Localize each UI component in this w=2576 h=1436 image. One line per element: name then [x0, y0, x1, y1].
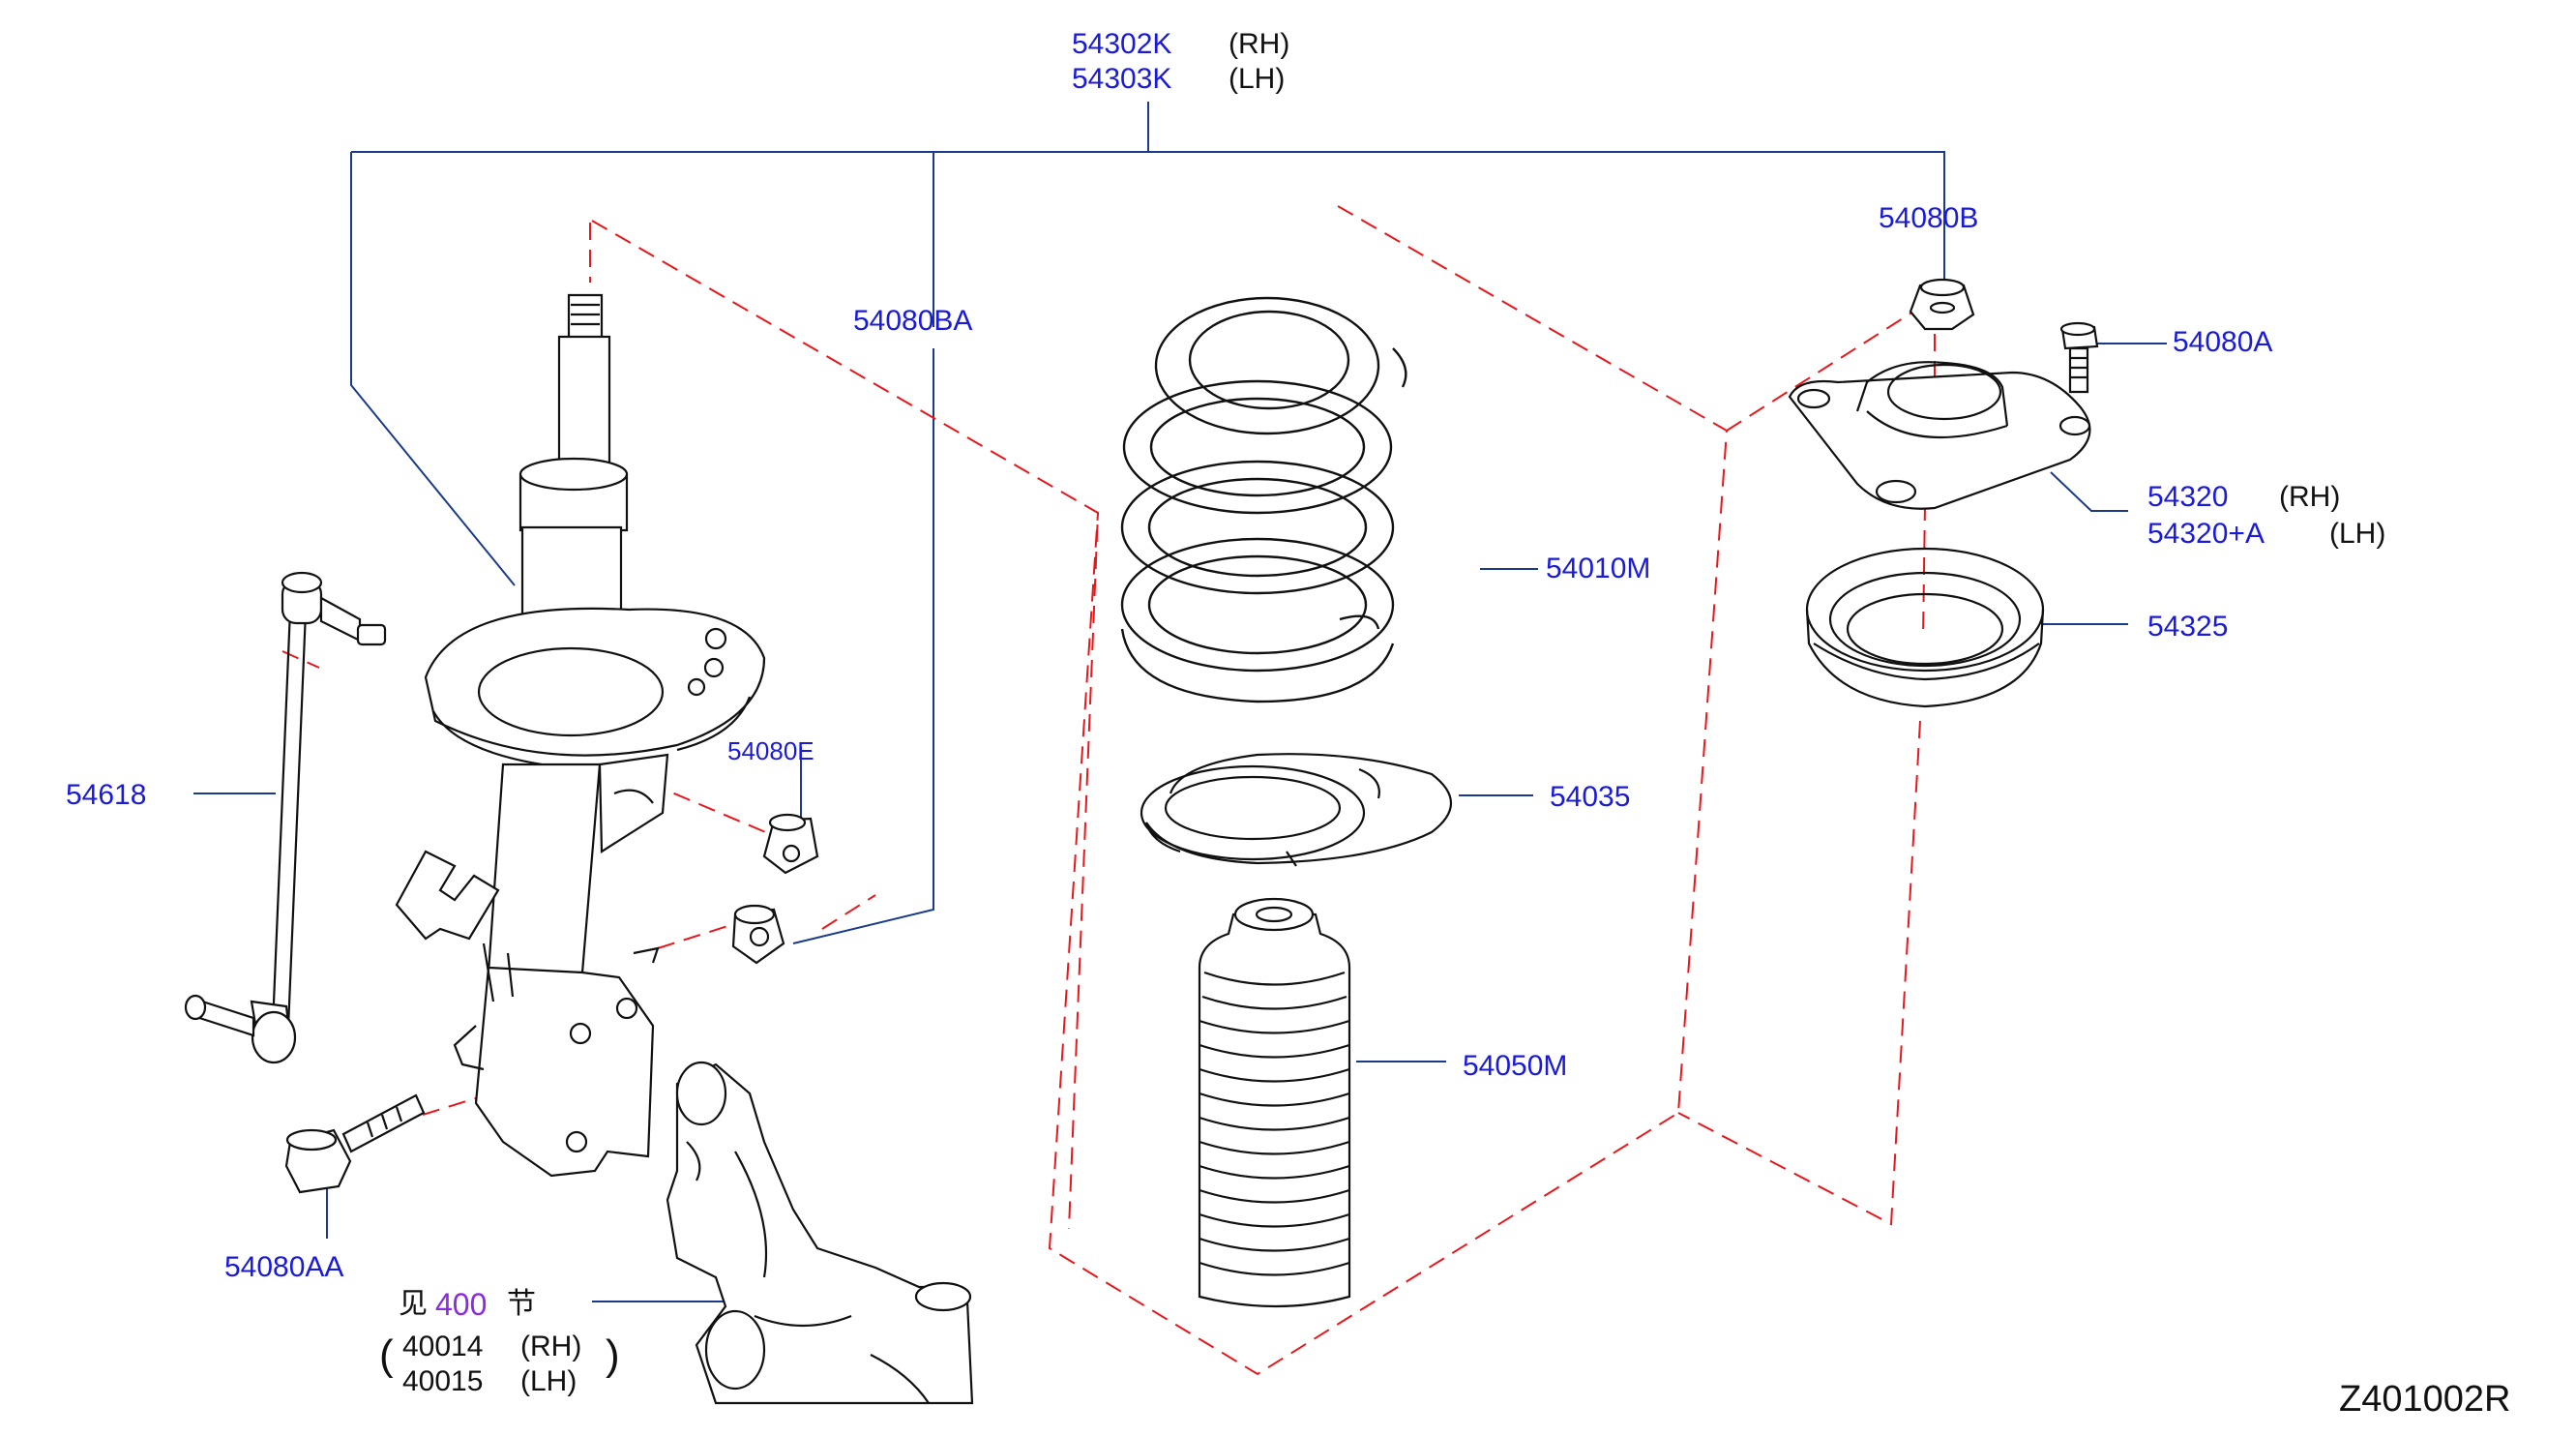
leader-54080BA [792, 152, 934, 944]
bracket-open: ( [379, 1331, 394, 1379]
label-strut-assy-rh-no: 54302K [1072, 28, 1172, 60]
top-nut-drawing [1910, 280, 1973, 329]
label-bearing: 54325 [2147, 611, 2229, 643]
spring-seat-drawing [1141, 754, 1451, 866]
label-spring-seat: 54035 [1550, 781, 1631, 813]
label-strut-assy-lh-no: 54303K [1072, 63, 1172, 95]
label-mount-rh-no: 54320 [2147, 481, 2229, 513]
upper-mount-drawing [1790, 362, 2089, 509]
label-strut-assy-rh-side: (RH) [1229, 28, 1290, 60]
label-knuckle-lh-no: 40015 [402, 1365, 484, 1397]
label-nut-bracket: 54080BA [853, 305, 973, 337]
stabilizer-link-drawing [186, 573, 385, 1062]
strut-assembly-drawing [397, 295, 764, 1176]
label-nut-top: 54080B [1879, 202, 1979, 234]
label-bolt-mount: 54080A [2173, 326, 2273, 358]
label-see-prefix: 见 [399, 1287, 428, 1321]
bracket-close: ) [606, 1331, 620, 1379]
label-see-suffix: 节 [507, 1287, 536, 1321]
bump-boot-drawing [1199, 899, 1349, 1306]
leader-strut-assy [350, 102, 1945, 586]
lower-bolt-drawing [286, 1095, 424, 1192]
label-mount-lh-no: 54320+A [2147, 518, 2265, 550]
label-mount-lh-side: (LH) [2329, 518, 2386, 550]
label-stabilizer-link: 54618 [66, 779, 147, 811]
label-knuckle-rh-no: 40014 [402, 1331, 484, 1362]
label-bolt-lower: 54080AA [224, 1251, 344, 1283]
label-knuckle-lh-side: (LH) [520, 1365, 577, 1397]
label-mount-rh-side: (RH) [2279, 481, 2341, 513]
leader-54320 [2050, 471, 2128, 512]
coil-spring-drawing [1122, 298, 1406, 702]
diagram-code: Z401002R [2339, 1379, 2511, 1420]
dash-center-group [1048, 205, 1729, 1376]
mount-bolt-drawing [2061, 323, 2097, 392]
leader-lines [193, 102, 2167, 1302]
label-bound-bumper: 54050M [1463, 1050, 1568, 1082]
knuckle-drawing [667, 1062, 972, 1403]
dash-right-group [1677, 297, 1936, 1226]
label-spring: 54010M [1546, 553, 1651, 584]
label-strut-assy-lh-side: (LH) [1229, 63, 1286, 95]
bearing-drawing [1807, 549, 2043, 706]
label-nut-partial: 54080E [727, 736, 814, 765]
label-see-section-link[interactable]: 400 [435, 1287, 488, 1322]
strut-nuts-drawing [733, 815, 817, 963]
label-knuckle-rh-side: (RH) [520, 1331, 582, 1362]
